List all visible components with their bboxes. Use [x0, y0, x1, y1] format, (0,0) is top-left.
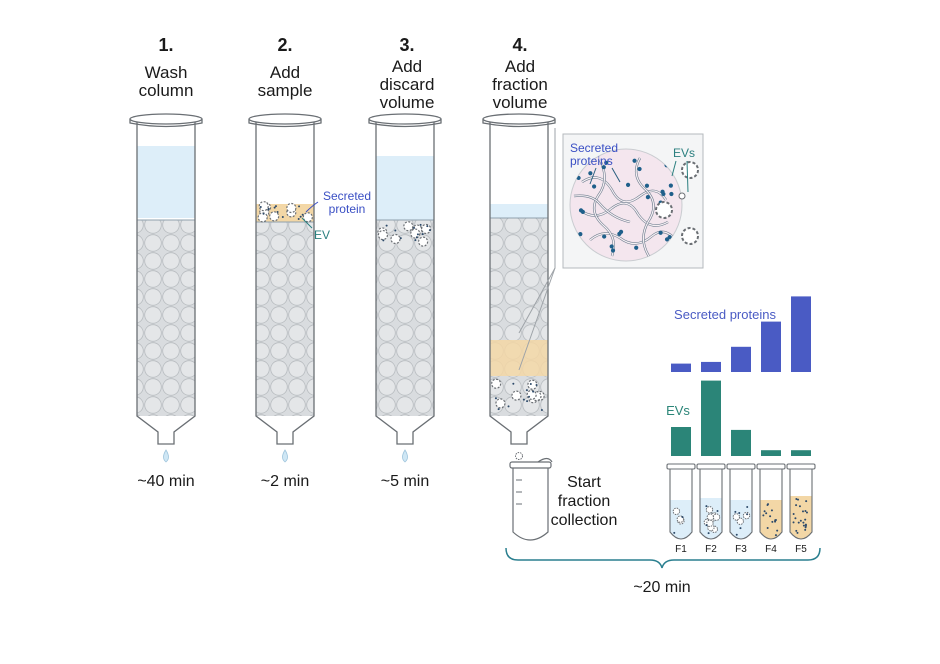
- fraction-tube-F4: F4: [756, 463, 786, 555]
- fraction-tube-F1: F1: [666, 463, 696, 555]
- fraction-tube-F3: F3: [726, 463, 756, 555]
- ev-drop-icon: [515, 452, 523, 460]
- protein-dot: [644, 183, 650, 188]
- drop-icon: [282, 449, 288, 463]
- fraction-label-F1: F1: [675, 544, 687, 555]
- step-4-number: 4.: [512, 35, 527, 55]
- ev-icon: [655, 201, 673, 219]
- bar-evs-F3: [731, 429, 751, 456]
- step-2-title-line-1: Add: [270, 63, 300, 82]
- fraction-tube-F2: F2: [696, 463, 726, 555]
- protein-dot: [661, 191, 666, 197]
- step-3-title-line-2: discard: [380, 75, 435, 94]
- protein-dot: [658, 230, 663, 235]
- protein-dot: [632, 158, 637, 163]
- secreted-protein-label-line-2: protein: [329, 202, 366, 216]
- protein-dot: [625, 182, 631, 187]
- bar-evs-F5: [791, 450, 811, 456]
- protein-dot: [645, 195, 651, 200]
- bar-secreted-proteins-F1: [671, 363, 691, 372]
- protein-dot: [588, 171, 593, 176]
- bar-secreted-proteins-F3: [731, 346, 751, 372]
- drop-icon: [402, 449, 408, 463]
- bar-secreted-proteins-F2: [701, 361, 721, 372]
- column-2: [248, 113, 322, 463]
- step-4-title-line-2: fraction: [492, 75, 548, 94]
- step-3-number: 3.: [399, 35, 414, 55]
- step-4-title-line-1: Add: [505, 57, 535, 76]
- total-time: ~20 min: [633, 579, 690, 596]
- start-label-line-1: Start: [567, 474, 601, 491]
- step-4-heading: 4. Add fraction volume: [492, 35, 548, 112]
- protein-dot: [664, 237, 670, 242]
- zoom-inset: Secreted proteins EVs: [518, 128, 704, 371]
- step-2-number: 2.: [277, 35, 292, 55]
- step-2-time: ~2 min: [261, 473, 309, 490]
- protein-dot: [580, 209, 585, 214]
- protein-dot: [668, 183, 673, 188]
- fraction-label-F5: F5: [795, 544, 807, 555]
- step-2-title-line-2: sample: [258, 81, 313, 100]
- bar-secreted-proteins-F5: [791, 296, 811, 372]
- bar-evs-F4: [761, 450, 781, 456]
- column-4: [482, 113, 556, 460]
- fraction-label-F4: F4: [765, 544, 777, 555]
- bar-evs-F1: [671, 427, 691, 456]
- step-1-title-line-1: Wash: [145, 63, 188, 82]
- fraction-label-F2: F2: [705, 544, 717, 555]
- step-3-time: ~5 min: [381, 473, 429, 490]
- start-label-line-2: fraction: [558, 493, 610, 510]
- protein-dot: [604, 160, 609, 165]
- fraction-tube-F5: F5: [786, 463, 816, 555]
- collection-tube: [509, 457, 553, 541]
- fraction-chart: [671, 296, 811, 456]
- fraction-label-F3: F3: [735, 544, 747, 555]
- step-3-title-line-3: volume: [380, 93, 435, 112]
- inset-secreted-proteins-label-line-2: proteins: [570, 154, 613, 168]
- protein-dot: [637, 166, 642, 172]
- step-2-annotations: Secreted protein EV: [301, 189, 371, 242]
- inset-evs-label: EVs: [673, 146, 695, 160]
- protein-dot: [609, 244, 614, 249]
- protein-dot: [669, 191, 674, 197]
- start-label-line-3: collection: [551, 512, 618, 529]
- column-1: [129, 113, 203, 463]
- column-3: [368, 113, 442, 463]
- protein-dot: [592, 184, 597, 189]
- series-label-evs: EVs: [666, 403, 690, 418]
- inset-secreted-proteins-label-line-1: Secreted: [570, 141, 618, 155]
- step-2-heading: 2. Add sample: [258, 35, 313, 100]
- protein-dot: [610, 248, 616, 253]
- ev-icon: [678, 192, 686, 200]
- series-label-secreted-proteins: Secreted proteins: [674, 307, 776, 322]
- step-1-number: 1.: [158, 35, 173, 55]
- protein-dot: [602, 234, 607, 239]
- fraction-tubes: F1 F2 F3 F4 F5: [666, 463, 816, 555]
- bar-evs-F2: [701, 380, 721, 456]
- drop-icon: [163, 449, 169, 463]
- step-4-title-line-3: volume: [493, 93, 548, 112]
- ev-icon: [681, 161, 699, 179]
- protein-dot: [634, 245, 639, 250]
- brace: [505, 547, 821, 569]
- protein-dot: [601, 165, 606, 170]
- step-1-title-line-2: column: [139, 81, 194, 100]
- secreted-protein-label-line-1: Secreted: [323, 189, 371, 203]
- step-1-time: ~40 min: [137, 473, 194, 490]
- step-3-title-line-1: Add: [392, 57, 422, 76]
- protein-dot: [578, 232, 583, 237]
- step-3-heading: 3. Add discard volume: [380, 35, 435, 112]
- bar-secreted-proteins-F4: [761, 321, 781, 372]
- columns: [129, 113, 556, 463]
- ev-label: EV: [314, 228, 330, 242]
- ev-icon: [681, 227, 699, 245]
- step-1-heading: 1. Wash column: [139, 35, 194, 100]
- protein-dot: [617, 231, 622, 236]
